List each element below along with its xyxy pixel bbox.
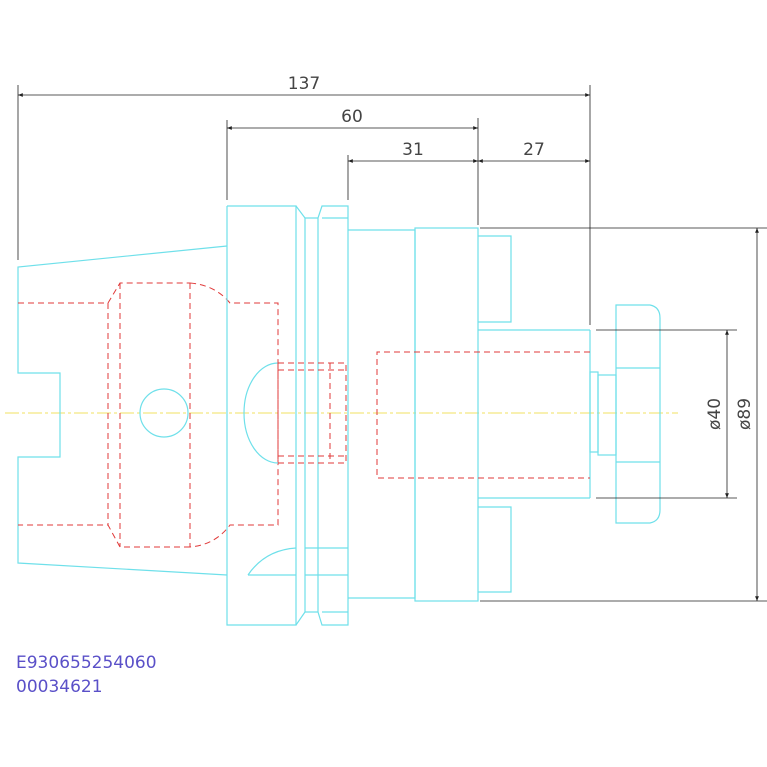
part-code-line1: E930655254060 bbox=[16, 653, 157, 673]
taper-shank bbox=[17, 245, 228, 576]
clamp-nut bbox=[589, 304, 661, 524]
flange-hidden-insert bbox=[277, 362, 347, 464]
diameter-89-label: ø89 bbox=[735, 398, 755, 430]
dimension-137-label: 137 bbox=[288, 74, 320, 94]
dimension-60-label: 60 bbox=[341, 107, 363, 127]
dimension-31-label: 31 bbox=[402, 140, 424, 160]
part-code-line2: 00034621 bbox=[16, 677, 103, 697]
shank-hidden-lines bbox=[18, 282, 279, 548]
diameter-40-label: ø40 bbox=[705, 398, 725, 430]
neck-collar bbox=[348, 227, 591, 602]
dimension-27-label: 27 bbox=[523, 140, 545, 160]
flange-body bbox=[226, 205, 349, 626]
dimension-lines bbox=[17, 85, 767, 602]
bore-hidden bbox=[376, 351, 590, 479]
